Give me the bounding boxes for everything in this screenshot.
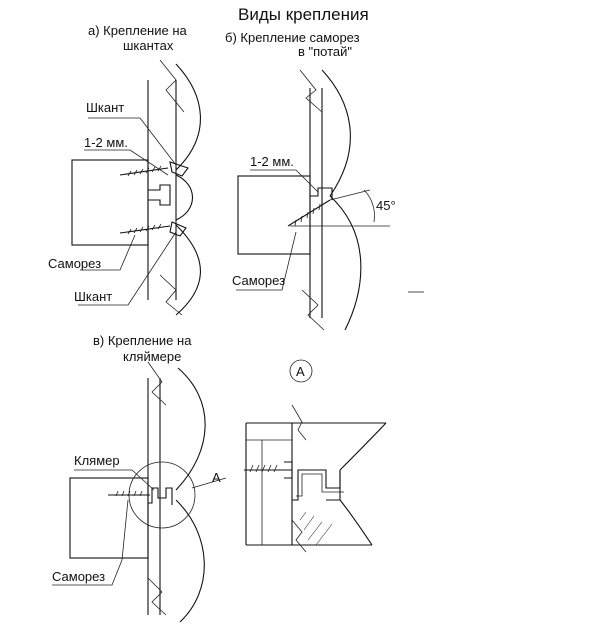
a-profile-mid <box>175 174 193 221</box>
caption-b-line1: б) Крепление саморез <box>225 30 360 45</box>
b-leader-samorez <box>236 231 297 291</box>
v-leader-detail <box>191 477 227 489</box>
a-leader-shkant-bottom <box>78 231 177 306</box>
v-leader-klyamer <box>74 469 155 491</box>
a-screw-bottom <box>119 223 171 235</box>
detail-a-profile-lower <box>339 499 373 546</box>
a-profile-upper <box>175 63 201 171</box>
b-label-angle: 45° <box>376 198 396 213</box>
a-label-shkant-bottom: Шкант <box>74 289 112 304</box>
b-break-bottom <box>301 289 325 331</box>
caption-v-line1: в) Крепление на <box>93 333 192 348</box>
a-dowel-top <box>169 161 189 177</box>
detail-a-marker-circle <box>289 359 313 383</box>
caption-b-line2: в "потай" <box>298 44 352 59</box>
v-leader-samorez <box>52 499 129 586</box>
b-screw-angled <box>287 199 331 227</box>
section-a-dowel-fastening: а) Крепление на шкантах Шк <box>48 23 201 316</box>
section-v-clamp-fastening: в) Крепление на кляймере Клямер А Саморе… <box>52 333 227 623</box>
a-leader-gap <box>84 149 169 176</box>
b-profile-upper <box>321 69 351 197</box>
section-b-hidden-screw: б) Крепление саморез в "потай" 1-2 мм. 4… <box>225 30 424 331</box>
b-label-samorez: Саморез <box>232 273 285 288</box>
b-angle-arc <box>363 189 375 223</box>
a-leader-samorez <box>80 234 136 271</box>
caption-a-line1: а) Крепление на <box>88 23 188 38</box>
detail-a-profile-upper <box>339 422 387 471</box>
v-clamp <box>148 487 173 505</box>
v-label-detail-ref: А <box>212 470 221 485</box>
detail-a-enlarged: А <box>244 359 387 553</box>
v-profile-lower <box>175 499 205 623</box>
detail-a-clamp-inner <box>296 473 344 497</box>
b-board <box>237 175 311 255</box>
detail-a-screw <box>244 461 293 479</box>
detail-a-clamp <box>292 469 341 501</box>
v-profile-upper <box>175 367 206 491</box>
caption-a-line2: шкантах <box>123 38 174 53</box>
v-label-klyamer: Клямер <box>74 453 120 468</box>
v-board <box>69 477 149 559</box>
b-angle-line <box>329 189 371 201</box>
v-label-samorez: Саморез <box>52 569 105 584</box>
detail-a-break-top <box>291 404 307 441</box>
detail-a-hatch <box>299 511 333 546</box>
detail-a-marker-label: А <box>296 364 305 379</box>
b-tongue <box>310 187 333 200</box>
v-break-bottom <box>147 577 167 616</box>
a-label-shkant-top: Шкант <box>86 100 124 115</box>
a-break-bottom <box>159 274 183 316</box>
b-profile-lower <box>329 195 362 331</box>
detail-a-break-bottom <box>291 519 307 553</box>
a-label-gap: 1-2 мм. <box>84 135 128 150</box>
a-screw-top <box>119 165 169 177</box>
a-board <box>71 159 149 246</box>
b-leader-gap <box>250 169 319 193</box>
a-leader-shkant-top <box>88 117 177 166</box>
b-break-top <box>299 69 323 113</box>
diagram-title: Виды крепления <box>238 5 369 24</box>
caption-v-line2: кляймере <box>123 349 181 364</box>
a-profile-lower <box>175 224 201 316</box>
a-tongue <box>148 184 171 206</box>
a-break-top <box>159 59 185 113</box>
v-detail-circle <box>128 461 196 529</box>
v-break-top <box>147 361 167 406</box>
detail-a-tongue <box>326 470 341 501</box>
a-dowel-bottom <box>169 221 187 237</box>
b-label-gap: 1-2 мм. <box>250 154 294 169</box>
a-label-samorez: Саморез <box>48 256 101 271</box>
